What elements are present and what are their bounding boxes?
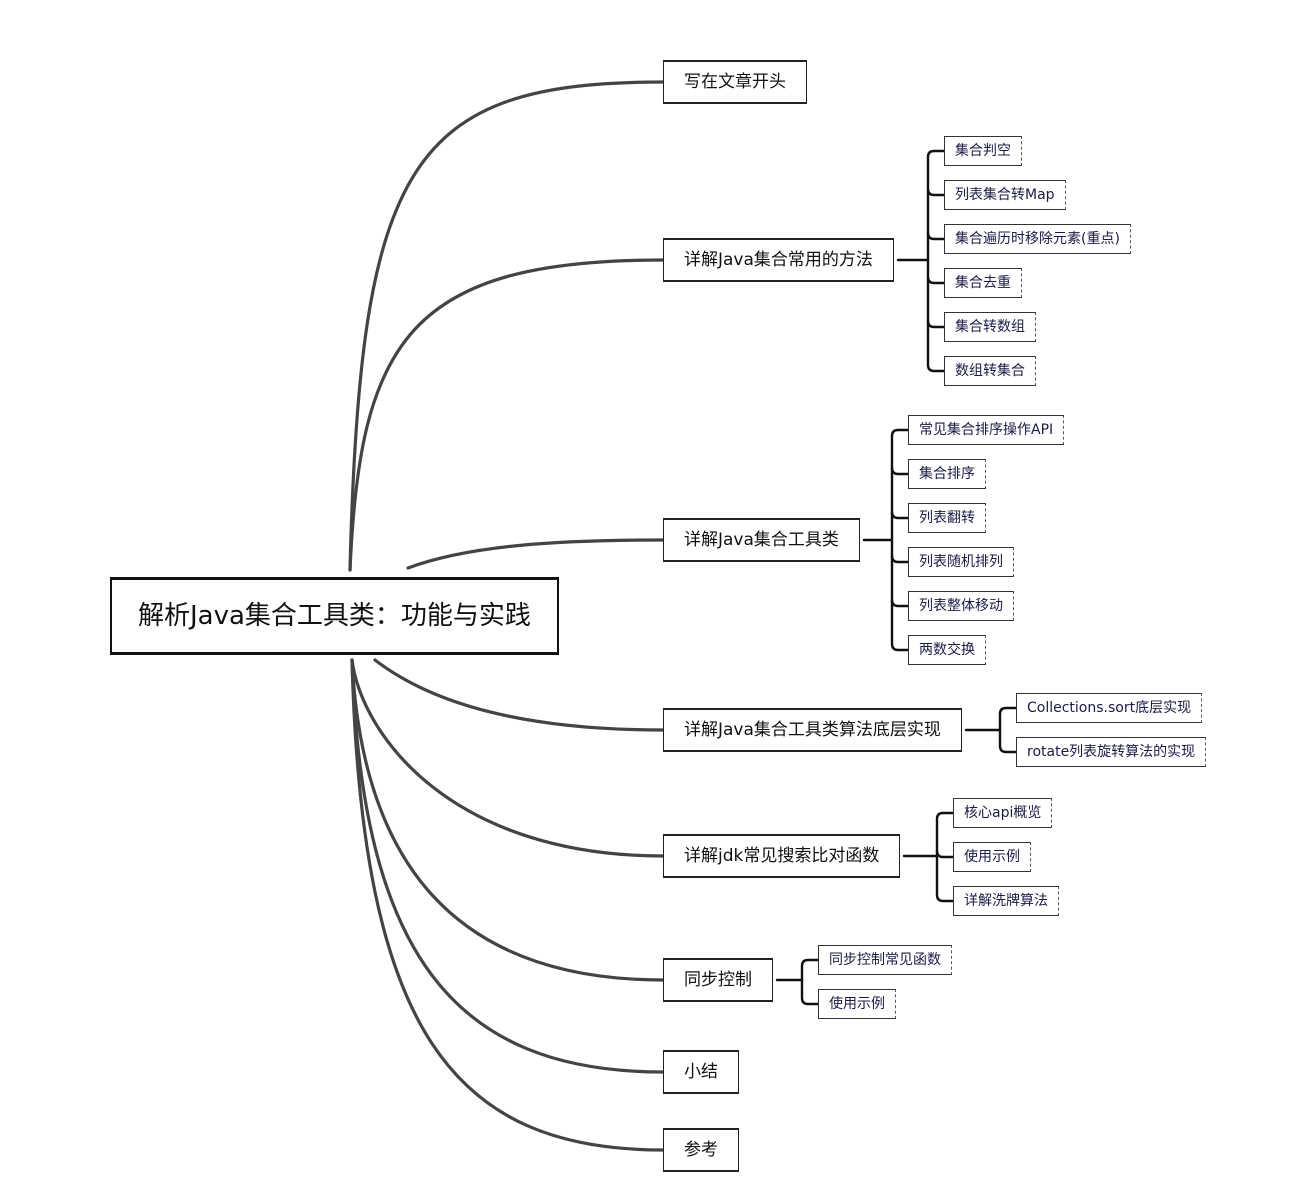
leaf-node[interactable]: Collections.sort底层实现 (1016, 693, 1203, 723)
leaf-label: 列表集合转Map (955, 187, 1055, 203)
leaf-label: 集合去重 (955, 275, 1011, 291)
root-connector (406, 538, 665, 570)
topic-node[interactable]: 详解Java集合工具类 (663, 518, 860, 562)
root-connector (350, 658, 665, 858)
leaf-node[interactable]: 常见集合排序操作API (908, 415, 1065, 445)
root-connector (373, 658, 665, 732)
branch-trunk (800, 958, 820, 1006)
root-connector (350, 658, 665, 1074)
leaf-node[interactable]: 集合转数组 (944, 312, 1036, 342)
branch-trunk (926, 149, 946, 373)
leaf-connector (926, 231, 946, 241)
topic-label: 详解Java集合工具类算法底层实现 (684, 720, 941, 740)
leaf-node[interactable]: 同步控制常见函数 (818, 945, 952, 975)
leaf-label: 同步控制常见函数 (829, 952, 941, 968)
leaf-label: rotate列表旋转算法的实现 (1027, 744, 1196, 760)
branch-trunk (890, 428, 910, 652)
leaf-node[interactable]: 集合排序 (908, 459, 986, 489)
leaf-label: 集合转数组 (955, 319, 1025, 335)
leaf-label: 列表翻转 (919, 510, 975, 526)
leaf-label: 使用示例 (964, 849, 1020, 865)
root-connector (350, 658, 665, 1152)
leaf-label: 详解洗牌算法 (964, 893, 1048, 909)
leaf-label: 集合遍历时移除元素(重点) (955, 231, 1120, 247)
leaf-node[interactable]: 列表翻转 (908, 503, 986, 533)
leaf-node[interactable]: 集合遍历时移除元素(重点) (944, 224, 1131, 254)
leaf-label: 集合排序 (919, 466, 975, 482)
root-connector (348, 258, 665, 572)
leaf-label: Collections.sort底层实现 (1027, 700, 1192, 716)
leaf-connector (890, 598, 910, 608)
topic-node[interactable]: 同步控制 (663, 958, 773, 1002)
leaf-label: 两数交换 (919, 642, 975, 658)
leaf-connector (926, 275, 946, 285)
leaf-connector (890, 554, 910, 564)
leaf-node[interactable]: 列表整体移动 (908, 591, 1014, 621)
topic-node[interactable]: 写在文章开头 (663, 60, 807, 104)
root-connector (348, 80, 665, 572)
leaf-node[interactable]: rotate列表旋转算法的实现 (1016, 737, 1207, 767)
leaf-connector (926, 319, 946, 329)
topic-label: 详解Java集合工具类 (684, 530, 839, 550)
leaf-node[interactable]: 列表集合转Map (944, 180, 1066, 210)
topic-label: 写在文章开头 (684, 72, 786, 92)
leaf-node[interactable]: 使用示例 (953, 842, 1031, 872)
root-label: 解析Java集合工具类：功能与实践 (138, 601, 531, 631)
branch-trunk (935, 811, 955, 903)
topic-label: 详解Java集合常用的方法 (684, 250, 873, 270)
leaf-node[interactable]: 集合去重 (944, 268, 1022, 298)
leaf-node[interactable]: 两数交换 (908, 635, 986, 665)
leaf-label: 常见集合排序操作API (919, 422, 1054, 438)
topic-label: 详解jdk常见搜索比对函数 (684, 846, 880, 866)
leaf-label: 数组转集合 (955, 363, 1025, 379)
topic-node[interactable]: 详解Java集合工具类算法底层实现 (663, 708, 962, 752)
topic-node[interactable]: 详解jdk常见搜索比对函数 (663, 834, 901, 878)
topic-label: 参考 (684, 1140, 718, 1160)
topic-node[interactable]: 小结 (663, 1050, 739, 1094)
leaf-connector (890, 510, 910, 520)
topic-label: 小结 (684, 1062, 718, 1082)
topic-node[interactable]: 参考 (663, 1128, 739, 1172)
leaf-node[interactable]: 使用示例 (818, 989, 896, 1019)
leaf-label: 集合判空 (955, 143, 1011, 159)
leaf-label: 使用示例 (829, 996, 885, 1012)
leaf-connector (935, 849, 955, 859)
leaf-connector (926, 187, 946, 197)
leaf-label: 核心api概览 (964, 805, 1042, 821)
leaf-node[interactable]: 列表随机排列 (908, 547, 1014, 577)
leaf-node[interactable]: 详解洗牌算法 (953, 886, 1059, 916)
topic-node[interactable]: 详解Java集合常用的方法 (663, 238, 894, 282)
leaf-node[interactable]: 数组转集合 (944, 356, 1036, 386)
root-node[interactable]: 解析Java集合工具类：功能与实践 (110, 577, 559, 655)
root-connector (350, 658, 665, 982)
topic-label: 同步控制 (684, 970, 752, 990)
leaf-label: 列表随机排列 (919, 554, 1003, 570)
leaf-node[interactable]: 核心api概览 (953, 798, 1053, 828)
branch-trunk (998, 706, 1018, 754)
leaf-label: 列表整体移动 (919, 598, 1003, 614)
leaf-node[interactable]: 集合判空 (944, 136, 1022, 166)
leaf-connector (890, 466, 910, 476)
